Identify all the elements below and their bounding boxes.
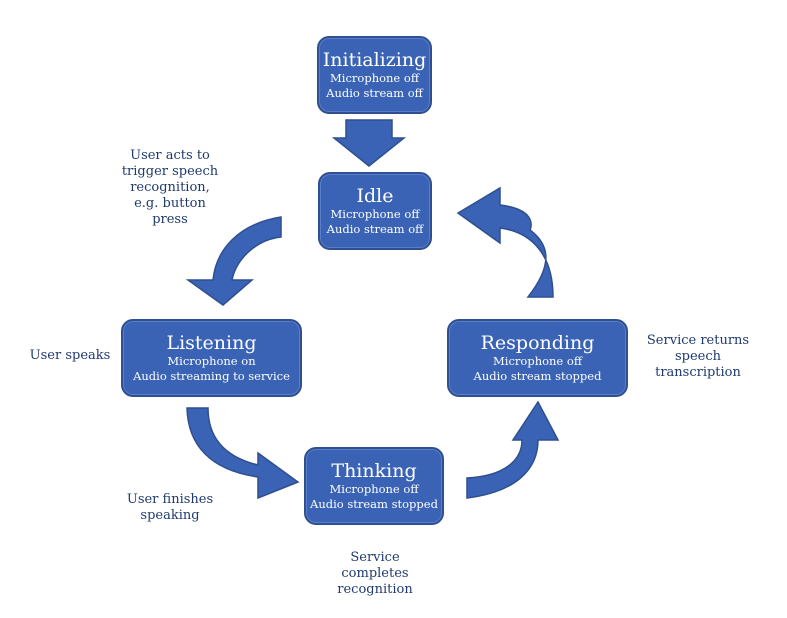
state-microphone: Microphone off	[329, 482, 419, 496]
state-audio: Audio streaming to service	[133, 369, 290, 383]
state-title: Initializing	[322, 49, 427, 71]
note-line: press	[152, 212, 188, 227]
state-audio: Audio stream stopped	[473, 369, 602, 383]
note-line: e.g. button	[134, 196, 206, 211]
note-line: User finishes	[126, 492, 214, 507]
note-line: speaking	[140, 508, 200, 523]
note-line: Service returns	[646, 333, 750, 348]
state-initializing: Initializing Microphone off Audio stream…	[317, 36, 432, 114]
note-service-completes: Service completes recognition	[320, 550, 430, 598]
state-audio: Audio stream off	[326, 222, 424, 236]
state-microphone: Microphone off	[493, 354, 582, 368]
note-user-speaks: User speaks	[20, 348, 120, 364]
arrow-initializing-to-idle	[331, 119, 407, 167]
state-listening: Listening Microphone on Audio streaming …	[121, 319, 302, 397]
note-user-finishes: User finishes speaking	[110, 492, 230, 524]
state-title: Idle	[356, 185, 394, 207]
note-trigger: User acts to trigger speech recognition,…	[100, 148, 240, 228]
state-audio: Audio stream off	[326, 86, 423, 100]
arrow-thinking-to-responding	[466, 400, 560, 499]
state-microphone: Microphone off	[330, 207, 420, 221]
state-title: Thinking	[331, 460, 417, 482]
note-service-returns: Service returns speech transcription	[638, 333, 758, 381]
note-line: transcription	[655, 365, 741, 380]
state-title: Listening	[166, 332, 257, 354]
note-line: completes	[341, 566, 409, 581]
state-audio: Audio stream stopped	[310, 497, 438, 511]
note-line: User acts to	[130, 148, 210, 163]
arrow-idle-to-listening	[185, 216, 282, 306]
note-line: User speaks	[29, 348, 111, 363]
note-line: Service	[350, 550, 400, 565]
state-title: Responding	[480, 332, 595, 354]
note-line: recognition,	[130, 180, 210, 195]
state-thinking: Thinking Microphone off Audio stream sto…	[304, 447, 444, 525]
arrow-responding-to-idle	[456, 186, 554, 298]
state-microphone: Microphone on	[167, 354, 256, 368]
note-line: recognition	[337, 582, 413, 597]
arrow-listening-to-thinking	[186, 407, 300, 500]
state-microphone: Microphone off	[330, 71, 419, 85]
state-idle: Idle Microphone off Audio stream off	[318, 172, 432, 250]
note-line: trigger speech	[121, 164, 219, 179]
state-responding: Responding Microphone off Audio stream s…	[447, 319, 628, 397]
note-line: speech	[674, 349, 722, 364]
